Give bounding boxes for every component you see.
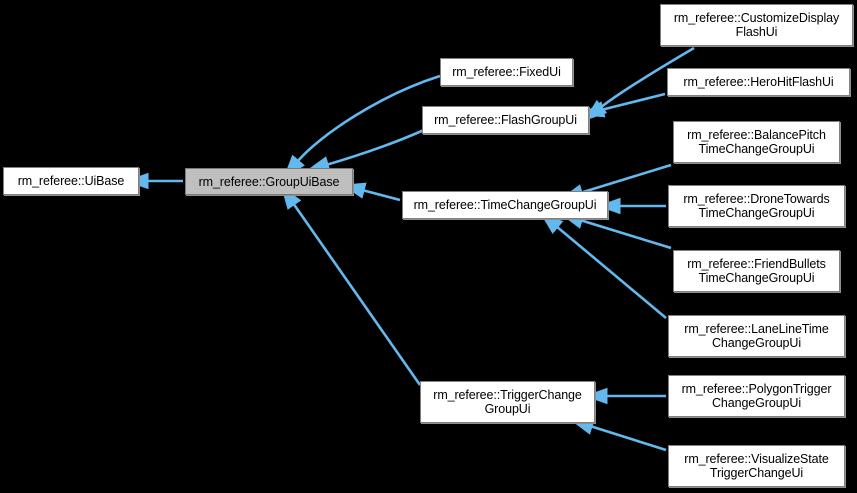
class-node-polygontriggerchangegroupui[interactable]: rm_referee::PolygonTrigger ChangeGroupUi xyxy=(668,375,845,417)
class-node-customizedisplayflashui[interactable]: rm_referee::CustomizeDisplay FlashUi xyxy=(660,4,853,46)
class-node-label: rm_referee::DroneTowards TimeChangeGroup… xyxy=(683,192,830,220)
inheritance-arrow xyxy=(540,212,667,319)
class-node-dronetowardstimechangegroupui[interactable]: rm_referee::DroneTowards TimeChangeGroup… xyxy=(668,185,845,227)
class-node-label: rm_referee::HeroHitFlashUi xyxy=(683,75,834,89)
inheritance-arrow xyxy=(560,212,672,250)
class-node-label: rm_referee::VisualizeState TriggerChange… xyxy=(684,452,829,480)
class-node-label: rm_referee::CustomizeDisplay FlashUi xyxy=(673,11,840,39)
class-node-visualizestatetriggerchangeui[interactable]: rm_referee::VisualizeState TriggerChange… xyxy=(668,445,845,487)
class-node-label: rm_referee::FriendBullets TimeChangeGrou… xyxy=(687,257,826,285)
class-node-label: rm_referee::TriggerChange GroupUi xyxy=(433,388,582,416)
class-node-label: rm_referee::PolygonTrigger ChangeGroupUi xyxy=(681,382,832,410)
class-node-label: rm_referee::TimeChangeGroupUi xyxy=(413,198,597,212)
inheritance-arrow xyxy=(306,128,425,173)
inheritance-arrow xyxy=(560,163,672,201)
class-node-label: rm_referee::UiBase xyxy=(17,174,125,188)
class-node-groupuibase[interactable]: rm_referee::GroupUiBase xyxy=(185,168,353,195)
inheritance-arrow xyxy=(341,182,401,202)
inheritance-arrow xyxy=(580,92,666,118)
class-node-lanelinetimechangegroupui[interactable]: rm_referee::LaneLineTime ChangeGroupUi xyxy=(668,315,845,357)
class-node-timechangegroupui[interactable]: rm_referee::TimeChangeGroupUi xyxy=(402,191,608,219)
class-node-fixedui[interactable]: rm_referee::FixedUi xyxy=(440,58,573,86)
class-node-uibase[interactable]: rm_referee::UiBase xyxy=(3,167,139,195)
class-node-label: rm_referee::BalancePitch TimeChangeGroup… xyxy=(687,128,826,156)
class-node-friendbulletstimechangegroupui[interactable]: rm_referee::FriendBullets TimeChangeGrou… xyxy=(673,250,840,292)
inheritance-arrow xyxy=(283,74,441,178)
class-node-label: rm_referee::GroupUiBase xyxy=(198,174,340,189)
class-node-herohitflashui[interactable]: rm_referee::HeroHitFlashUi xyxy=(667,68,850,96)
inheritance-arrow xyxy=(570,418,667,452)
class-node-balancepitchtimechangegroupui[interactable]: rm_referee::BalancePitch TimeChangeGroup… xyxy=(673,121,840,163)
class-node-label: rm_referee::FixedUi xyxy=(452,65,561,79)
class-node-flashgroupui[interactable]: rm_referee::FlashGroupUi xyxy=(422,106,589,134)
class-node-label: rm_referee::LaneLineTime ChangeGroupUi xyxy=(684,322,829,350)
class-node-label: rm_referee::FlashGroupUi xyxy=(434,113,577,127)
class-node-triggerchangegroupui[interactable]: rm_referee::TriggerChange GroupUi xyxy=(420,381,595,423)
inheritance-arrow xyxy=(281,185,422,386)
